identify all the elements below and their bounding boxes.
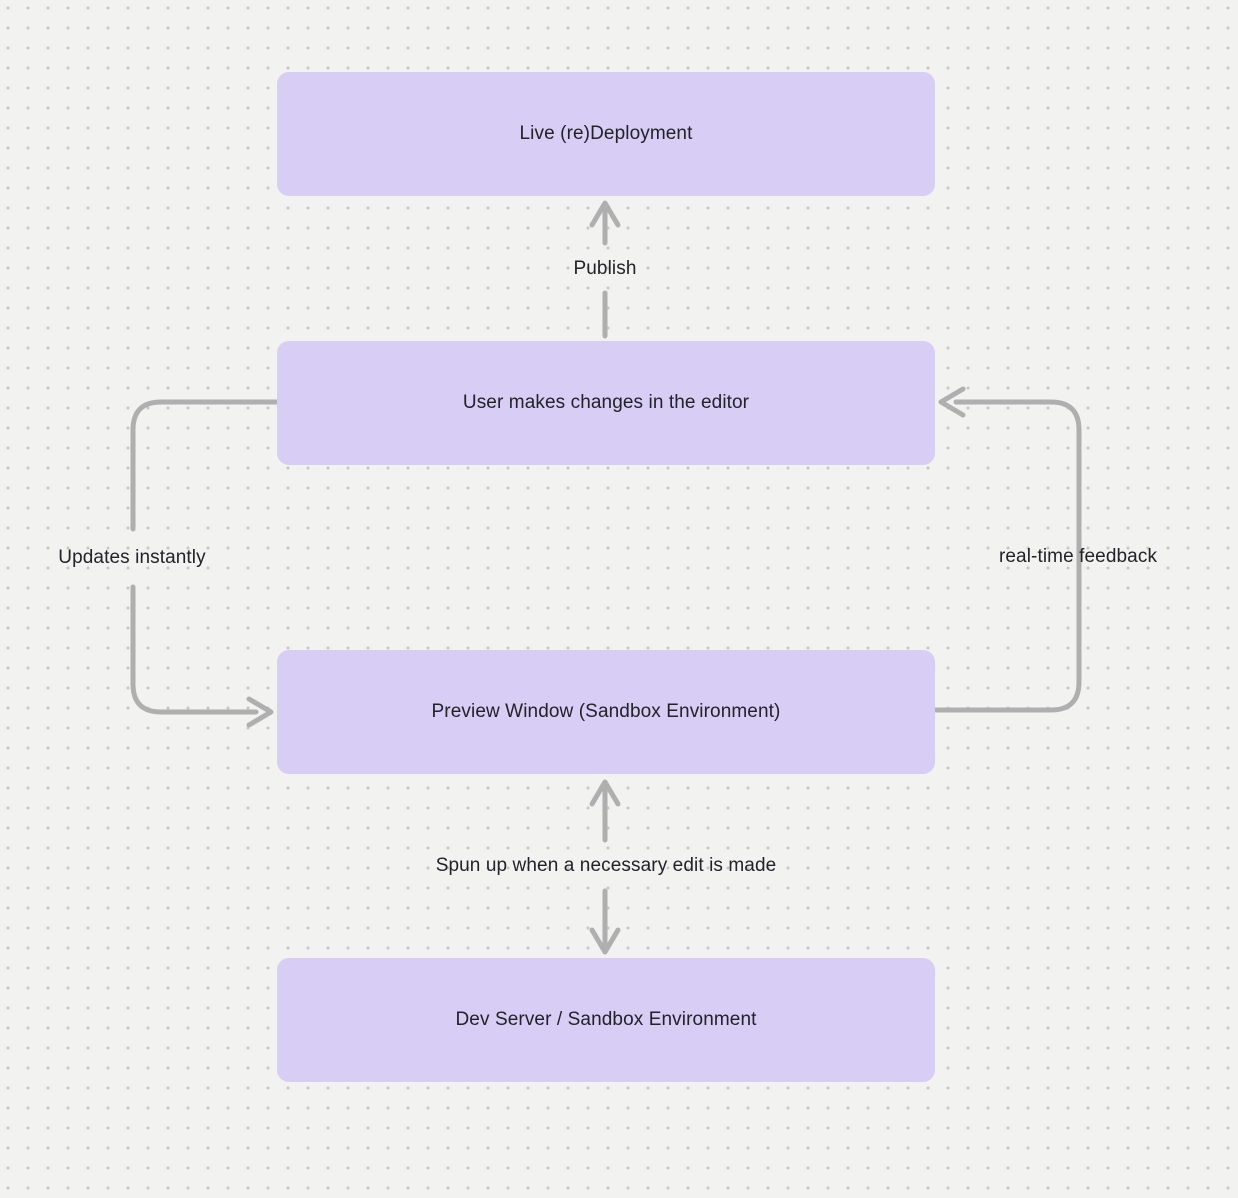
arrow-shaft (130, 399, 279, 532)
arrowhead-down-icon (589, 927, 621, 955)
arrow-shaft (933, 528, 1082, 713)
real-time-feedback-arrow[interactable] (933, 386, 1082, 713)
updates-instantly-arrow[interactable] (130, 399, 279, 728)
spun-up-arrow[interactable] (589, 779, 621, 955)
edge-label-real-time-feedback[interactable]: real-time feedback (998, 546, 1158, 567)
node-preview-window[interactable]: Preview Window (Sandbox Environment) (277, 650, 935, 774)
arrowhead-up-icon (589, 779, 621, 807)
node-dev-server[interactable]: Dev Server / Sandbox Environment (277, 958, 935, 1082)
arrowhead-left-icon (938, 386, 966, 418)
arrowhead-right-icon (246, 696, 274, 728)
edge-label-updates-instantly[interactable]: Updates instantly (58, 547, 206, 568)
node-label: Dev Server / Sandbox Environment (455, 1009, 757, 1030)
arrow-shaft (130, 584, 259, 715)
node-label: Live (re)Deployment (519, 123, 693, 144)
arrow-shaft (953, 399, 1082, 581)
edge-label-spun-up[interactable]: Spun up when a necessary edit is made (435, 855, 777, 876)
node-user-editor[interactable]: User makes changes in the editor (277, 341, 935, 465)
edge-label-publish[interactable]: Publish (573, 258, 637, 279)
node-label: Preview Window (Sandbox Environment) (431, 701, 781, 722)
publish-arrow[interactable] (589, 200, 621, 339)
node-live-redeployment[interactable]: Live (re)Deployment (277, 72, 935, 196)
arrowhead-up-icon (589, 200, 621, 228)
node-label: User makes changes in the editor (462, 392, 750, 413)
